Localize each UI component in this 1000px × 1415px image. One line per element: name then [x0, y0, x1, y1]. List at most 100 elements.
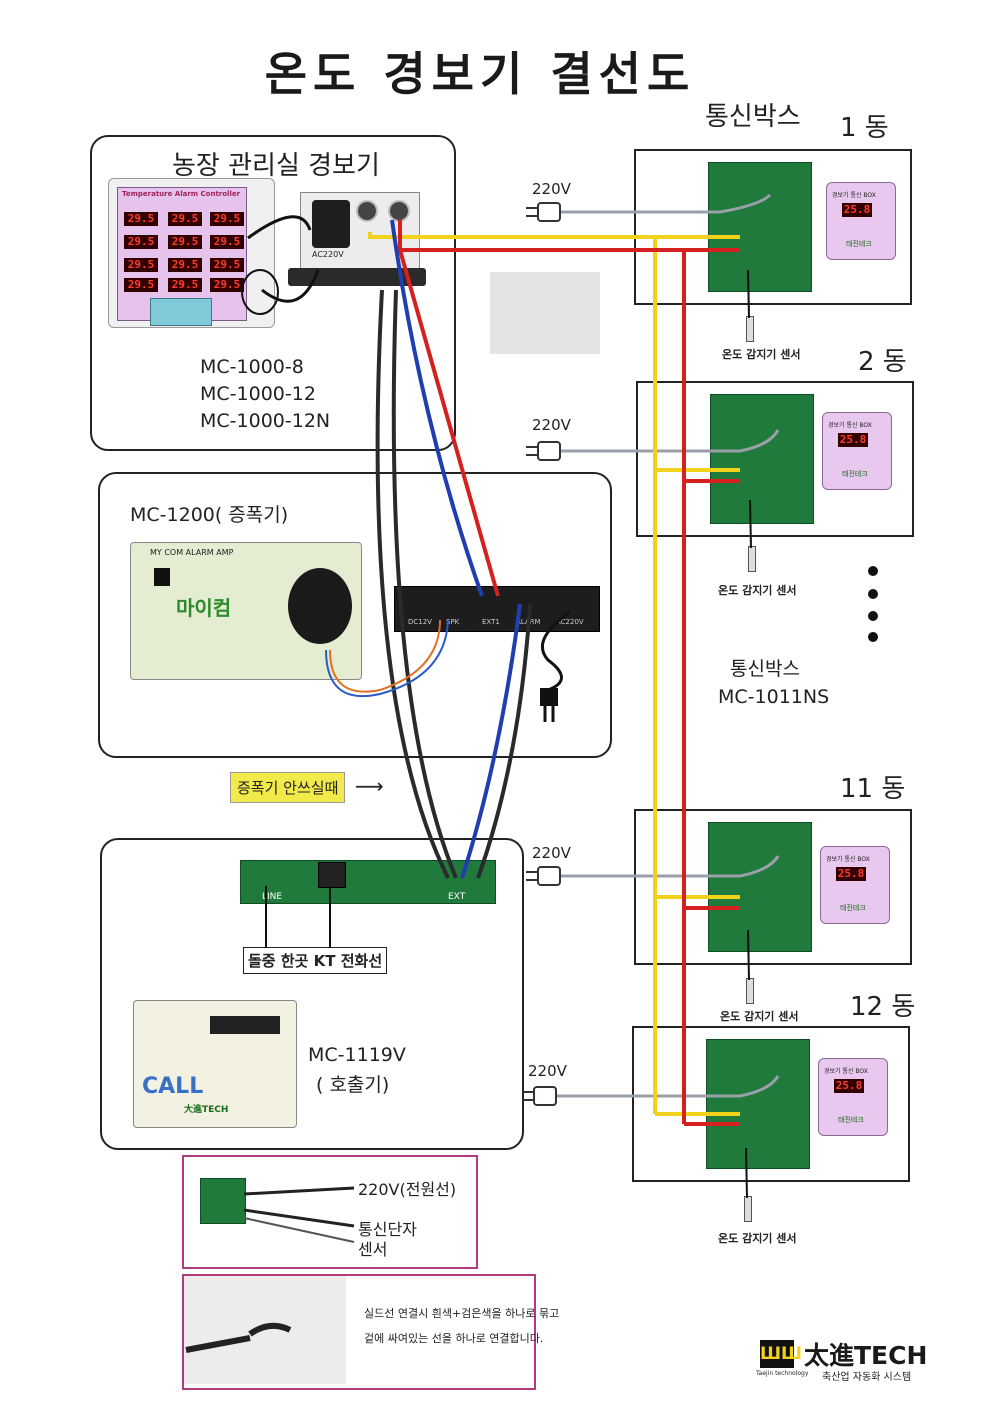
model-1000-12n: MC-1000-12N — [200, 410, 331, 432]
amp-internal-wire-blue — [325, 619, 449, 698]
brand-logo-sub: Taejin technology — [756, 1370, 809, 1377]
sensor-cable-2 — [749, 499, 752, 549]
sensor-12 — [744, 1196, 752, 1222]
terminal-label-spk: SPK — [446, 618, 460, 626]
brand-name: 太進TECH — [804, 1341, 928, 1370]
building-label-12: 12 동 — [850, 992, 916, 1022]
mc1000-display-12: 29.5 — [210, 278, 244, 292]
amplifier-device-label: MY COM ALARM AMP — [150, 548, 234, 557]
shield-note-line1: 실드선 연결시 흰색+검은색을 하나로 묶고 — [364, 1307, 560, 1320]
blue-wire-caller — [460, 603, 522, 879]
mc1000-display-6: 29.5 — [210, 235, 244, 249]
model-1000-12: MC-1000-12 — [200, 383, 316, 405]
mc1000-display-2: 29.5 — [168, 212, 202, 226]
yellow-wire-trunk — [368, 232, 740, 1116]
brand-logo-icon: ШШ — [760, 1340, 802, 1368]
black-wire-2 — [391, 289, 458, 879]
mc1000-display-10: 29.5 — [124, 278, 158, 292]
comm-device-label-1: 경보기 통신 BOX — [832, 192, 876, 199]
amp-power-cord — [540, 610, 571, 692]
terminal-label-ext1: EXT1 — [482, 618, 500, 626]
building-label-1: 1 동 — [840, 113, 889, 143]
comm-display-12: 25.8 — [834, 1079, 864, 1093]
shield-note-line2: 겉에 싸여있는 선을 하나로 연결합니다. — [364, 1332, 544, 1345]
mc1000-display-9: 29.5 — [210, 258, 244, 272]
comm-maker-1: 태진테크 — [846, 240, 872, 248]
comm-maker-12: 태진테크 — [838, 1116, 864, 1124]
blue-wire-amp — [390, 219, 484, 597]
comm-box-heading-2: 통신박스 — [730, 658, 800, 680]
comm-board-12 — [706, 1039, 810, 1169]
power-cord-1 — [560, 193, 772, 214]
mc1000-keypad — [150, 298, 212, 326]
sensor-label-12: 온도 감지기 센서 — [718, 1232, 797, 1245]
amp-note: 증폭기 안쓰실때 — [230, 772, 346, 803]
model-1000-8: MC-1000-8 — [200, 356, 304, 378]
black-wire-3 — [476, 603, 532, 879]
brand-tagline: 축산업 자동화 시스템 — [822, 1372, 912, 1383]
terminal-label-dc12v: DC12V — [408, 618, 432, 626]
power-label-11: 220V — [532, 844, 571, 862]
black-wire-1 — [375, 289, 450, 879]
comm-display-2: 25.8 — [838, 433, 868, 447]
caller-brand: 大進TECH — [184, 1105, 229, 1115]
legend-wire-sensor — [243, 1217, 355, 1243]
power-cord-2 — [560, 429, 780, 453]
comm-device-2 — [822, 412, 892, 490]
legend-power: 220V(전원선) — [358, 1180, 457, 1199]
ellipsis-dot-2 — [868, 589, 878, 599]
comm-box-model: MC-1011NS — [718, 686, 830, 708]
device-brand: Temperature Alarm Controller — [122, 190, 241, 198]
sensor-label-1: 온도 감지기 센서 — [722, 348, 801, 361]
legend-wire-comm — [243, 1208, 355, 1228]
ellipsis-dot-4 — [868, 632, 878, 642]
comm-device-label-12: 경보기 통신 BOX — [824, 1068, 868, 1075]
plug-icon-11 — [526, 866, 561, 886]
line-label: LINE — [262, 892, 283, 902]
speaker — [288, 568, 352, 644]
phone-line-wire — [265, 886, 331, 948]
comm-board-2 — [710, 394, 814, 524]
comm-device-11 — [820, 846, 890, 924]
ac-label: AC220V — [312, 250, 344, 259]
power-label-2: 220V — [532, 416, 571, 434]
legend-sensor: 센서 — [358, 1240, 388, 1259]
phone-jack — [318, 862, 346, 888]
highlight-circle — [241, 269, 279, 315]
ellipsis-dot-1 — [868, 566, 878, 576]
legend-wire-power — [243, 1186, 355, 1196]
sensor-label-2: 온도 감지기 센서 — [718, 584, 797, 597]
power-label-1: 220V — [532, 180, 571, 198]
amp-plug-icon — [540, 688, 558, 722]
sensor-cable-11 — [747, 929, 750, 981]
terminal-knob-left — [356, 200, 378, 222]
comm-maker-11: 태진테크 — [840, 904, 866, 912]
comm-device-label-11: 경보기 통신 BOX — [826, 856, 870, 863]
sensor-2 — [748, 546, 756, 572]
page-title: 온도 경보기 결선도 — [264, 47, 696, 101]
caller-lcd — [210, 1016, 280, 1034]
plug-icon-2 — [526, 441, 561, 461]
comm-device-1 — [826, 182, 896, 260]
legend-board — [200, 1178, 246, 1224]
mc1000-display-1: 29.5 — [124, 212, 158, 226]
phone-line-label: 돌중 한곳 KT 전화선 — [243, 947, 388, 974]
terminal-label-ac220v: AC220V — [556, 618, 584, 626]
mc1000-display-7: 29.5 — [124, 258, 158, 272]
mc1000-display-8: 29.5 — [168, 258, 202, 272]
mc1000-display-3: 29.5 — [210, 212, 244, 226]
sensor-cable-1 — [747, 269, 750, 319]
amplifier-logo: 마이컴 — [176, 596, 232, 620]
red-wire-amp — [398, 249, 500, 597]
caller-device-label: CALL — [142, 1074, 204, 1099]
plug-icon-12 — [522, 1086, 557, 1106]
sensor-cable-12 — [745, 1147, 748, 1199]
wire-photo — [490, 272, 600, 354]
mc1000-display-4: 29.5 — [124, 235, 158, 249]
comm-device-label-2: 경보기 통신 BOX — [828, 422, 872, 429]
ext-label: EXT — [448, 892, 466, 902]
comm-maker-2: 태진테크 — [842, 470, 868, 478]
amplifier-heading: MC-1200( 증폭기) — [130, 504, 289, 526]
farm-office-heading: 농장 관리실 경보기 — [172, 151, 380, 181]
